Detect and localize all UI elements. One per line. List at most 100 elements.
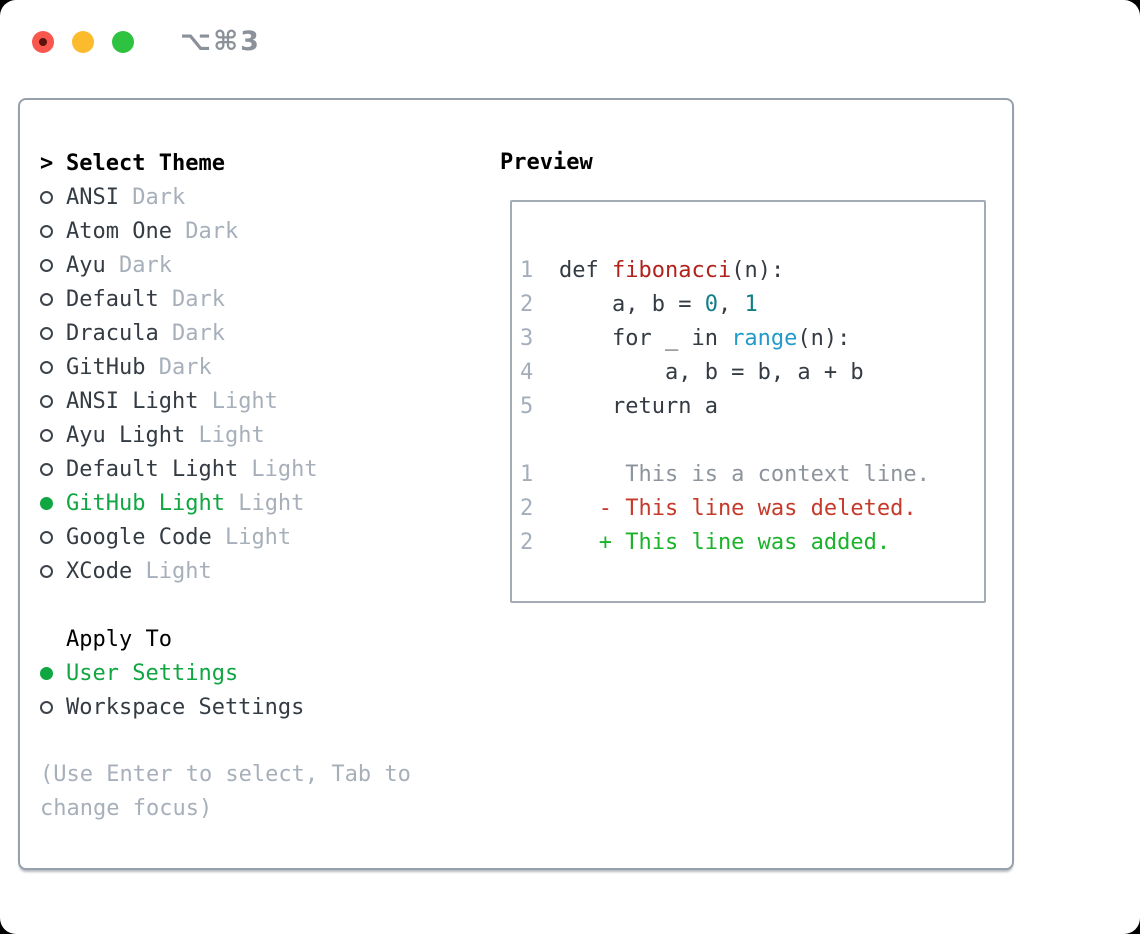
blank-line bbox=[520, 424, 984, 458]
radio-circle bbox=[40, 700, 53, 714]
radio-icon bbox=[40, 292, 66, 306]
theme-name: GitHub bbox=[66, 354, 146, 380]
theme-option-atom-one[interactable]: Atom One Dark bbox=[40, 214, 470, 248]
line-content: This is a context line. bbox=[559, 458, 930, 492]
radio-circle bbox=[40, 666, 53, 680]
code-token: fibonacci bbox=[611, 258, 732, 283]
radio-icon bbox=[40, 360, 66, 374]
minimize-button[interactable] bbox=[72, 30, 94, 53]
code-token: a, b = bbox=[559, 292, 705, 317]
theme-option-xcode[interactable]: XCode Light bbox=[40, 554, 470, 588]
theme-name: ANSI bbox=[66, 184, 119, 210]
preview-line: 2 + This line was added. bbox=[520, 526, 984, 560]
radio-icon bbox=[40, 326, 66, 340]
code-token: 1 bbox=[744, 292, 758, 317]
theme-option-dracula[interactable]: Dracula Dark bbox=[40, 316, 470, 350]
titlebar: ⌥⌘3 bbox=[32, 26, 261, 57]
code-token: + This line was added. bbox=[559, 530, 891, 555]
code-token: a, b = b, a + b bbox=[559, 360, 864, 385]
theme-option-google-code[interactable]: Google Code Light bbox=[40, 520, 470, 554]
theme-option-ansi[interactable]: ANSI Dark bbox=[40, 180, 470, 214]
line-number: 5 bbox=[520, 394, 534, 419]
radio-icon bbox=[40, 564, 66, 578]
theme-option-default-light[interactable]: Default Light Light bbox=[40, 452, 470, 486]
radio-circle bbox=[40, 292, 53, 306]
code-token: This is a context line. bbox=[559, 462, 930, 487]
theme-list-header-row: > Select Theme bbox=[40, 146, 470, 180]
preview-line: 3 for _ in range(n): bbox=[520, 322, 984, 356]
line-content: a, b = 0, 1 bbox=[559, 288, 758, 322]
theme-option-github-light[interactable]: GitHub Light Light bbox=[40, 486, 470, 520]
code-token: for _ in bbox=[559, 326, 732, 351]
theme-name: Default Light bbox=[66, 456, 239, 482]
help-text: (Use Enter to select, Tab to change focu… bbox=[40, 762, 411, 821]
code-token: , bbox=[717, 292, 745, 317]
theme-variant: Dark bbox=[158, 320, 225, 346]
close-button[interactable] bbox=[32, 30, 54, 53]
theme-variant: Dark bbox=[118, 184, 186, 210]
radio-icon bbox=[40, 428, 66, 442]
radio-icon bbox=[40, 700, 66, 714]
radio-icon bbox=[40, 394, 66, 408]
theme-variant: Dark bbox=[105, 252, 172, 278]
theme-variant: Light bbox=[198, 388, 278, 414]
theme-variant: Dark bbox=[145, 354, 212, 380]
theme-variant: Dark bbox=[158, 286, 225, 312]
radio-circle bbox=[40, 564, 53, 578]
theme-name: Dracula bbox=[66, 320, 159, 346]
zoom-button[interactable] bbox=[112, 30, 134, 53]
line-content: for _ in range(n): bbox=[559, 322, 850, 356]
theme-option-default[interactable]: Default Dark bbox=[40, 282, 470, 316]
line-number: 3 bbox=[520, 326, 534, 351]
theme-option-ayu[interactable]: Ayu Dark bbox=[40, 248, 470, 282]
theme-name: Ayu bbox=[66, 252, 106, 278]
line-content: def fibonacci(n): bbox=[559, 254, 784, 288]
apply-option-workspace-settings[interactable]: Workspace Settings bbox=[40, 690, 470, 724]
theme-name: Atom One bbox=[66, 218, 172, 244]
line-content: a, b = b, a + b bbox=[559, 356, 864, 390]
code-token: (n): bbox=[731, 258, 785, 283]
theme-name: ANSI Light bbox=[66, 388, 199, 414]
radio-circle bbox=[40, 360, 53, 374]
code-token: def bbox=[559, 258, 612, 283]
radio-circle bbox=[40, 496, 53, 510]
radio-circle bbox=[40, 394, 53, 408]
preview-line: 5 return a bbox=[520, 390, 984, 424]
preview-line: 2 - This line was deleted. bbox=[520, 492, 984, 526]
theme-name: Ayu Light bbox=[66, 422, 186, 448]
theme-name: GitHub Light bbox=[66, 490, 225, 516]
radio-circle bbox=[40, 258, 53, 272]
line-content: + This line was added. bbox=[559, 526, 890, 560]
line-content: - This line was deleted. bbox=[559, 492, 917, 526]
theme-variant: Light bbox=[185, 422, 265, 448]
code-token: (n): bbox=[797, 326, 851, 351]
window-title: ⌥⌘3 bbox=[180, 26, 261, 57]
theme-variant: Light bbox=[224, 490, 305, 516]
radio-selected-icon bbox=[40, 496, 66, 510]
theme-option-ayu-light[interactable]: Ayu Light Light bbox=[40, 418, 470, 452]
theme-list-title: Select Theme bbox=[66, 150, 225, 176]
theme-option-github[interactable]: GitHub Dark bbox=[40, 350, 470, 384]
code-token: 0 bbox=[704, 292, 718, 317]
radio-icon bbox=[40, 530, 66, 544]
theme-variant: Light bbox=[211, 524, 292, 550]
radio-circle bbox=[40, 190, 53, 204]
spacer bbox=[40, 588, 470, 622]
prompt-icon: > bbox=[40, 150, 54, 176]
theme-option-ansi-light[interactable]: ANSI Light Light bbox=[40, 384, 470, 418]
apply-option-user-settings[interactable]: User Settings bbox=[40, 656, 470, 690]
radio-selected-icon bbox=[40, 666, 66, 680]
theme-variant: Dark bbox=[171, 218, 239, 244]
apply-to-header-row: Apply To bbox=[40, 622, 470, 656]
radio-icon bbox=[40, 190, 66, 204]
preview-title: Preview bbox=[500, 150, 593, 175]
preview-line: 4 a, b = b, a + b bbox=[520, 356, 984, 390]
